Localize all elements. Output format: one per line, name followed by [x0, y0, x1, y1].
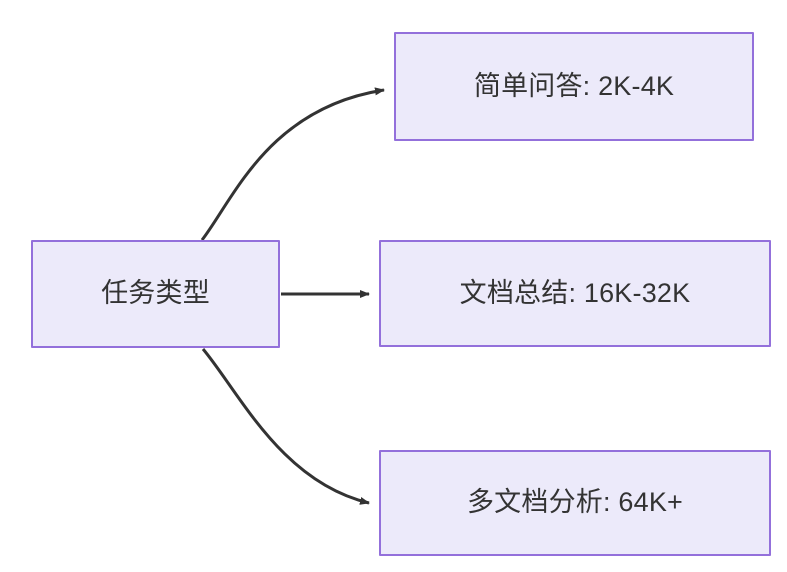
node-multi-doc-analysis[interactable]: 多文档分析: 64K+ — [379, 450, 771, 556]
node-task-type-label: 任务类型 — [101, 278, 210, 309]
node-doc-summary-label: 文档总结: 16K-32K — [459, 277, 691, 308]
node-simple-qa-label: 简单问答: 2K-4K — [473, 70, 675, 101]
node-multi-doc-analysis-label: 多文档分析: 64K+ — [466, 487, 683, 518]
node-task-type[interactable]: 任务类型 — [31, 240, 280, 348]
edge-source-to-multi — [201, 348, 370, 505]
node-simple-qa[interactable]: 简单问答: 2K-4K — [394, 32, 754, 141]
edge-source-to-simple — [200, 87, 385, 241]
node-doc-summary[interactable]: 文档总结: 16K-32K — [379, 240, 771, 347]
